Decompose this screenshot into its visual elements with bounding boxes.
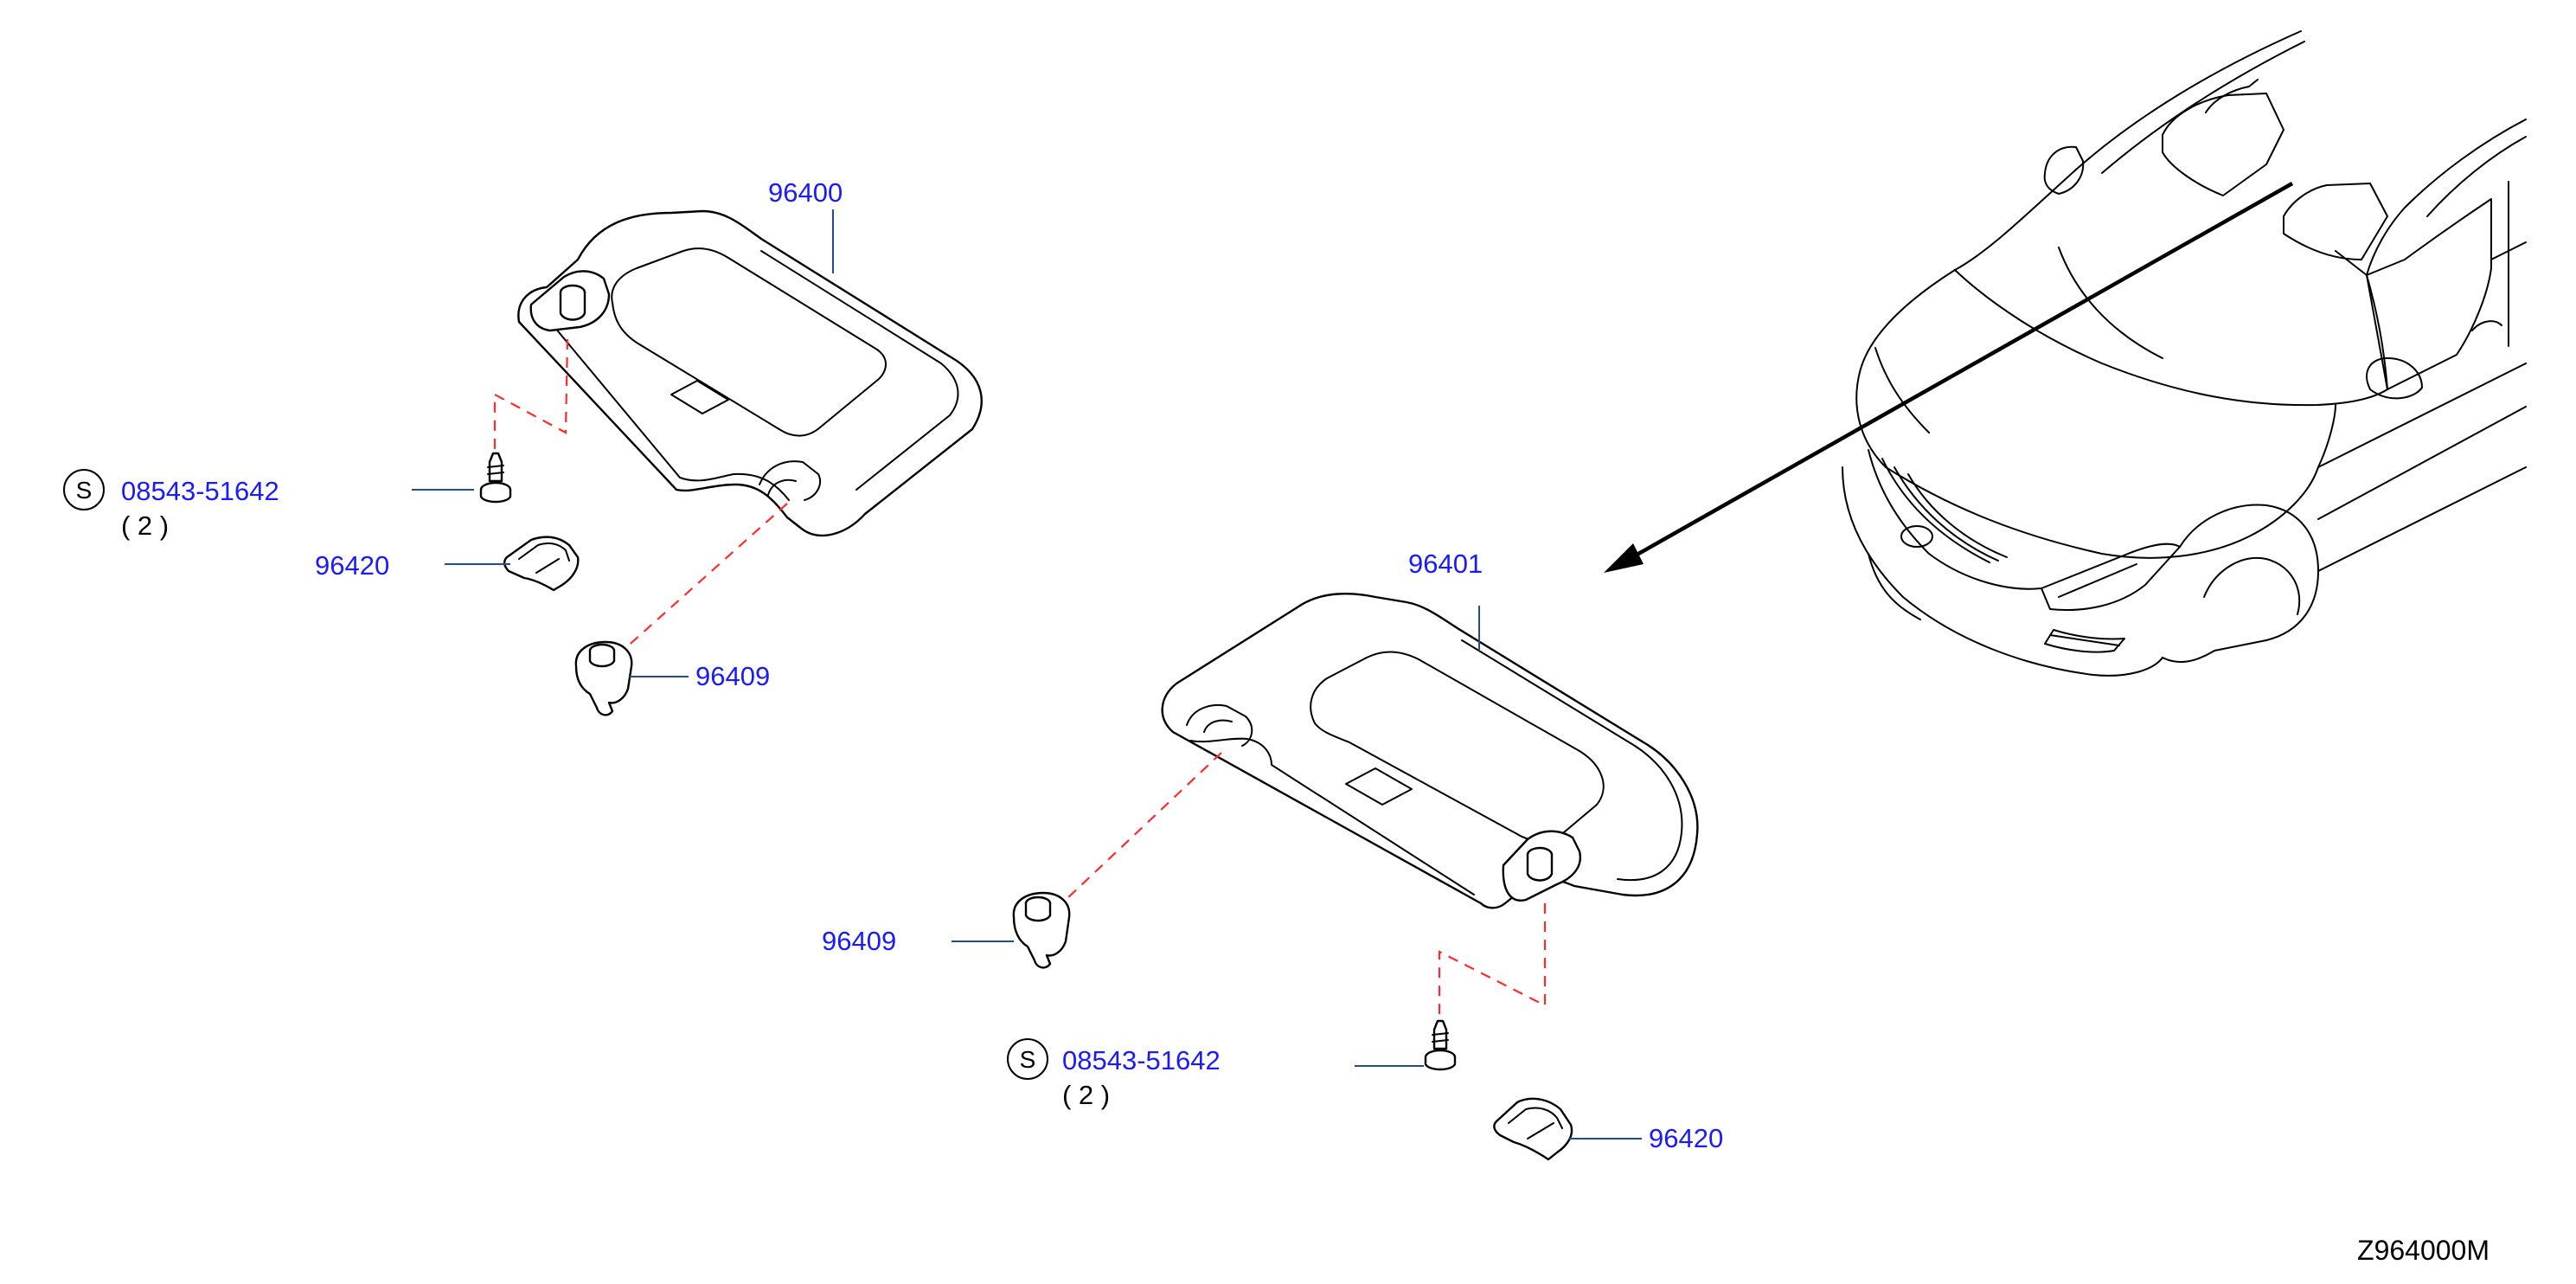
leader-lines: [412, 209, 1642, 1140]
circled-s-icon: [63, 469, 105, 510]
part-label-96409-right[interactable]: 96409: [822, 926, 896, 956]
part-label-96409-left[interactable]: 96409: [695, 661, 770, 691]
screw-symbol-right: S: [1020, 1046, 1036, 1073]
part-label-96400[interactable]: 96400: [768, 177, 843, 208]
part-label-screw-left[interactable]: 08543-51642: [121, 476, 279, 506]
cover-right[interactable]: [1493, 1097, 1573, 1161]
screw-callout-right[interactable]: S 08543-51642 ( 2 ): [1007, 1038, 1221, 1110]
part-label-96420-left[interactable]: 96420: [315, 550, 389, 581]
holder-left[interactable]: [574, 640, 633, 716]
dash-line-right-holder: [1065, 752, 1222, 901]
holder-right[interactable]: [1012, 891, 1071, 969]
screw-right[interactable]: [1424, 1019, 1457, 1071]
qty-label-right: ( 2 ): [1062, 1080, 1110, 1110]
part-label-96401[interactable]: 96401: [1408, 549, 1483, 579]
cover-left[interactable]: [503, 536, 580, 592]
part-label-96420-right[interactable]: 96420: [1649, 1123, 1723, 1153]
screw-callout-left[interactable]: S 08543-51642 ( 2 ): [63, 469, 279, 541]
sun-visor-left[interactable]: [517, 209, 983, 537]
vehicle-illustration: [1842, 30, 2527, 677]
dash-line-right-screw: [1438, 903, 1547, 1026]
screw-symbol-left: S: [76, 477, 93, 504]
qty-label-left: ( 2 ): [121, 510, 169, 541]
part-label-screw-right[interactable]: 08543-51642: [1062, 1045, 1221, 1075]
screw-left[interactable]: [479, 452, 512, 504]
diagram-code: Z964000M: [2357, 1235, 2489, 1266]
sun-visor-right[interactable]: [1161, 592, 1699, 909]
pointer-arrow: [1604, 182, 2294, 573]
circled-s-icon: [1007, 1038, 1048, 1080]
dash-line-left-screw: [493, 338, 569, 459]
dash-line-left-holder: [624, 503, 788, 650]
